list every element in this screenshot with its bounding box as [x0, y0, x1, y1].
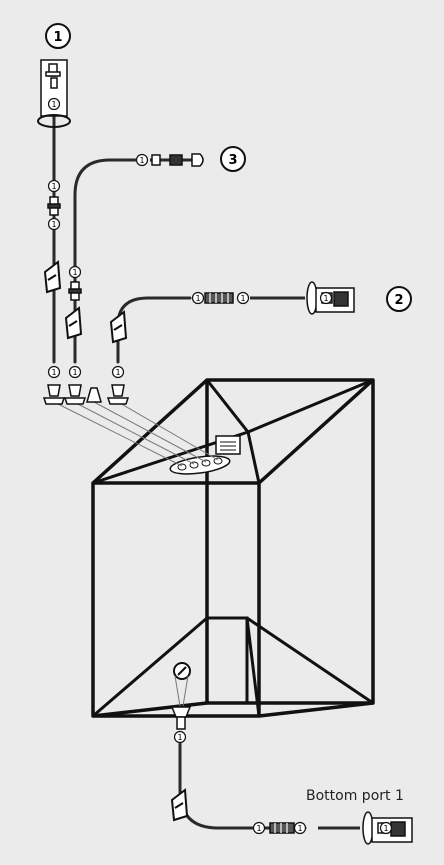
bag-top-pyramid	[92, 378, 374, 485]
hanger-ring	[37, 114, 71, 128]
tube-bottom	[178, 742, 307, 830]
connector-marker-label: 1	[297, 824, 302, 833]
line-2-inline-filter	[204, 292, 305, 304]
connector-marker-circle	[293, 821, 307, 835]
bottom-inline-filter	[269, 822, 360, 834]
port-cap	[86, 387, 102, 403]
bag-cube	[91, 378, 375, 718]
connector-marker-circle	[236, 291, 250, 305]
connector-marker: 1	[111, 365, 125, 379]
bottom-port-caption: Bottom port 1	[306, 788, 404, 804]
bottom-spike	[170, 706, 192, 730]
roller-clamp-1	[43, 260, 62, 294]
connector-marker-circle	[47, 365, 61, 379]
bag-bottom-pyramid	[92, 616, 374, 718]
connector-marker-circle	[252, 821, 266, 835]
bottom-port	[173, 662, 191, 707]
tubes	[52, 110, 307, 830]
connector-marker: 1	[135, 153, 149, 167]
callout-1: 1	[45, 23, 71, 49]
connector-marker: 1	[379, 821, 393, 835]
port-spike-1	[42, 384, 66, 405]
connector-marker-label: 1	[177, 733, 182, 742]
connector-marker: 1	[252, 821, 266, 835]
connector-marker-label: 1	[383, 824, 388, 833]
port-spike-2	[106, 384, 130, 405]
connector-marker: 1	[293, 821, 307, 835]
connector-marker-circle	[47, 97, 61, 111]
connector-marker-circle	[191, 291, 205, 305]
callout-3-label: 3	[228, 153, 237, 168]
tube-line-2	[116, 296, 192, 364]
connector-marker-circle	[319, 291, 333, 305]
connector-marker-label: 1	[115, 368, 120, 377]
connector-markers: 1 1 1 1 1 1 1 1 1 1 1 1 1 1 1	[47, 97, 393, 835]
connector-marker-label: 1	[72, 268, 77, 277]
connector-marker: 1	[191, 291, 205, 305]
connector-marker-label: 1	[51, 182, 56, 191]
connector-marker-label: 1	[51, 368, 56, 377]
connector-marker: 1	[68, 265, 82, 279]
bag-edge-tr	[257, 378, 375, 485]
connector-marker-circle	[68, 265, 82, 279]
connector-marker: 1	[47, 365, 61, 379]
callout-2-label: 2	[394, 293, 403, 308]
connector-marker-label: 1	[195, 294, 200, 303]
bag-edge-bl	[92, 701, 208, 718]
roller-clamp-bottom	[170, 788, 189, 822]
connector-marker-label: 1	[323, 294, 328, 303]
connector-marker: 1	[173, 730, 187, 744]
connector-marker-circle	[47, 217, 61, 231]
connector-marker-circle	[68, 365, 82, 379]
connector-marker: 1	[47, 97, 61, 111]
connector-marker-label: 1	[72, 368, 77, 377]
connector-marker-label: 1	[51, 220, 56, 229]
connector-marker-circle	[47, 179, 61, 193]
top-port-panel	[169, 435, 241, 475]
tube-line-3	[73, 158, 140, 364]
connector-marker: 1	[47, 217, 61, 231]
line-3-end-fittings	[150, 153, 204, 167]
connector-marker: 1	[236, 291, 250, 305]
connector-marker-label: 1	[240, 294, 245, 303]
connector-marker: 1	[68, 365, 82, 379]
connector-marker-circle	[111, 365, 125, 379]
label-window	[215, 435, 241, 455]
bag-edge-br	[258, 701, 374, 718]
connector-marker: 1	[319, 291, 333, 305]
callout-1-label: 1	[53, 30, 62, 45]
connector-marker: 1	[47, 179, 61, 193]
connector-marker-label: 1	[139, 156, 144, 165]
inline-connector-line-3	[68, 281, 82, 301]
bag-back-face	[205, 378, 375, 705]
callout-3: 3	[220, 146, 246, 172]
connector-marker-circle	[379, 821, 393, 835]
callout-2: 2	[386, 286, 412, 312]
line-2-end-bag-connector	[306, 281, 355, 315]
inline-connector-line-1	[47, 196, 61, 216]
roller-clamp-2	[109, 310, 128, 344]
roller-clamp-3	[64, 306, 83, 340]
port-spike-3	[63, 384, 87, 405]
port-leader-lines	[53, 401, 219, 467]
port-spikes	[42, 384, 130, 405]
connector-marker-label: 1	[51, 100, 56, 109]
connector-marker-circle	[135, 153, 149, 167]
connector-marker-circle	[173, 730, 187, 744]
connector-marker-label: 1	[256, 824, 261, 833]
